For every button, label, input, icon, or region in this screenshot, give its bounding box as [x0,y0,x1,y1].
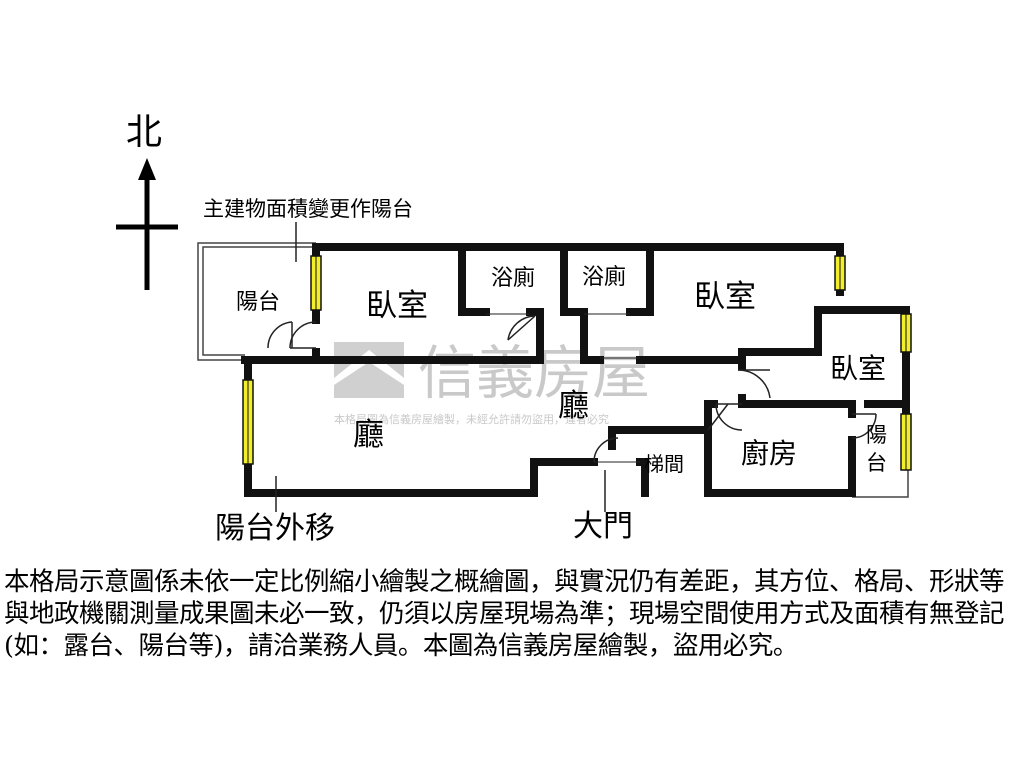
windows [242,255,912,471]
north-arrow-icon [138,158,156,180]
floor-plan: 信義房屋 本格局圖為信義房屋繪製，未經允許請勿盜用，違者必究 北 [116,112,912,546]
room-bath-1: 浴廁 [491,266,535,291]
room-bedroom-1: 臥室 [366,288,428,324]
door-east-balcony [851,413,877,439]
room-kitchen: 廚房 [741,437,797,470]
room-balcony-east-2: 台 [866,451,887,475]
window-bedroom1 [310,255,322,311]
door-bedroom3 [715,403,743,431]
leader-lines [275,222,606,512]
disclaimer-text: 本格局示意圖係未依一定比例縮小繪製之概繪圖，與實況仍有差距，其方位、格局、形狀等… [4,567,1005,661]
room-bath-2: 浴廁 [582,265,626,290]
room-bedroom-3: 臥室 [830,352,886,385]
watermark-notice: 本格局圖為信義房屋繪製，未經允許請勿盜用，違者必究 [334,412,609,426]
door-kitchen [707,403,729,431]
room-living-left: 廳 [353,417,384,453]
room-balcony-west: 陽台 [236,290,280,315]
room-bedroom-2: 臥室 [694,279,756,315]
watermark-brand: 信義房屋 [418,339,650,407]
annotation-balcony-moved: 陽台外移 [215,511,335,546]
watermark: 信義房屋 本格局圖為信義房屋繪製，未經允許請勿盜用，違者必究 [334,339,650,426]
room-stairwell: 梯間 [644,452,684,476]
door-bedroom1 [289,321,317,349]
door-bath1 [486,313,536,341]
window-bedroom2 [834,255,846,291]
door-bedroom2 [737,369,771,399]
room-living-center: 廳 [558,388,589,424]
annotation-main-door: 大門 [573,509,633,544]
window-east-balcony [900,413,912,471]
door-stairwell [593,437,640,463]
door-balcony-west [267,321,293,349]
west-balcony-outline [197,242,316,361]
annotation-converted-area: 主建物面積變更作陽台 [203,197,413,221]
window-living-west [242,379,254,465]
north-compass: 北 [116,112,178,290]
room-balcony-east-1: 陽 [866,423,887,447]
brand-logo-icon [334,342,404,398]
north-label: 北 [126,112,162,153]
doors [267,313,877,463]
window-bedroom3 [900,313,912,353]
